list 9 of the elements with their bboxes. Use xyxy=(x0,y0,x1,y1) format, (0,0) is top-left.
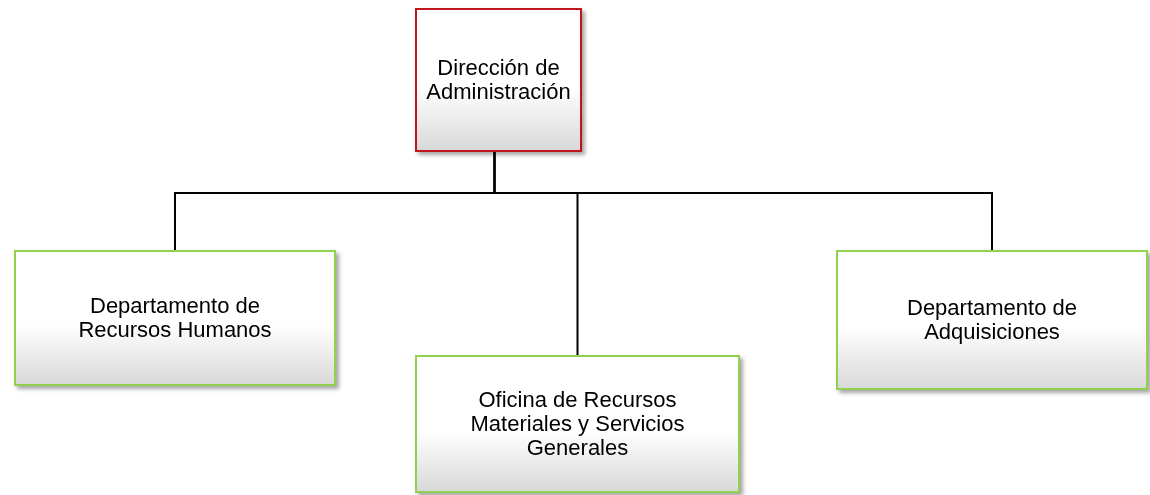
org-box xyxy=(415,355,740,493)
box-label: Departamento de Recursos Humanos xyxy=(77,293,273,343)
connector-line xyxy=(493,151,993,251)
org-box xyxy=(14,250,336,386)
box-label: Departamento de Adquisiciones xyxy=(906,295,1078,345)
org-box xyxy=(836,250,1148,390)
box-label: Oficina de Recursos Materiales y Servicios Generales xyxy=(469,387,686,461)
box-label: Dirección de Administración xyxy=(425,55,572,105)
org-box xyxy=(415,8,582,152)
